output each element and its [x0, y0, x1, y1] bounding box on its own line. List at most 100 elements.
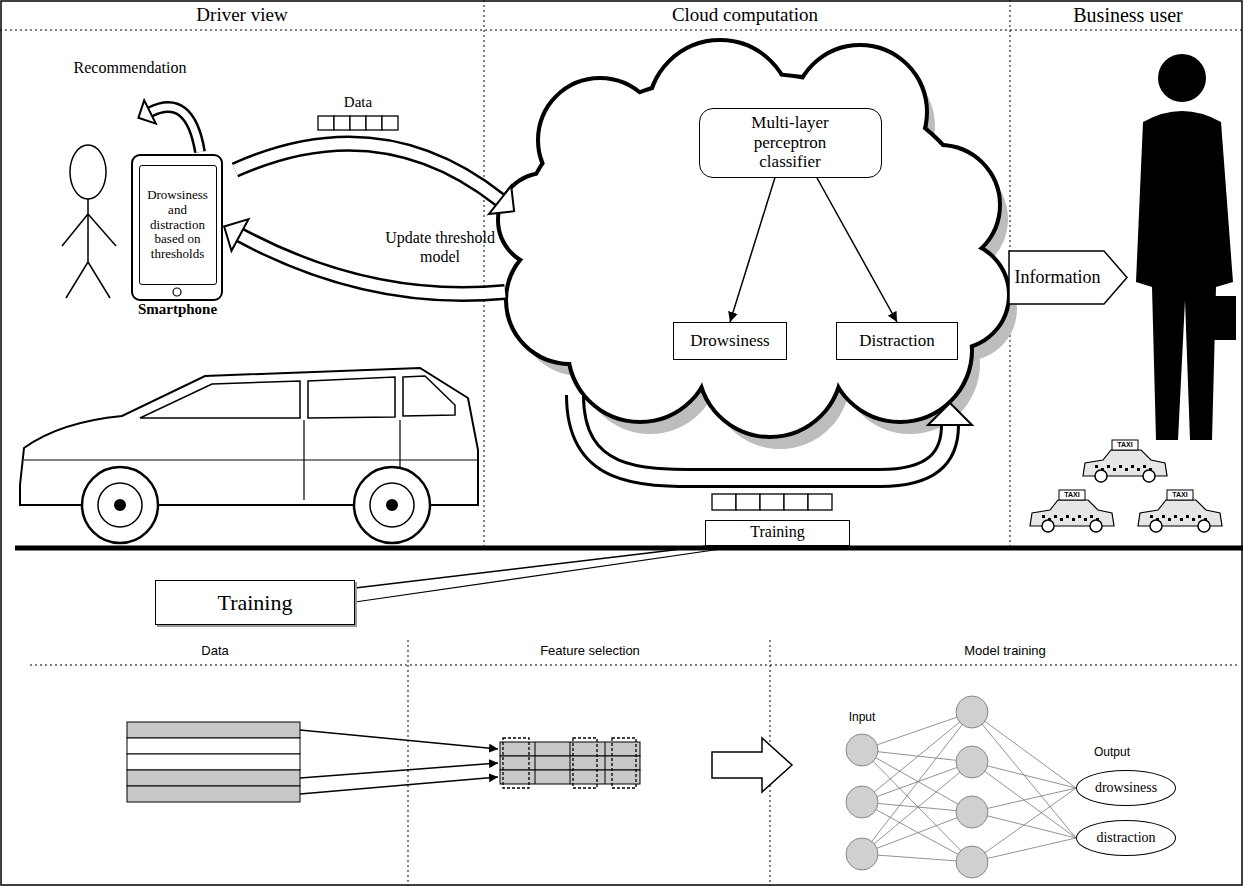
car-hub — [370, 483, 414, 527]
taxi-checker — [1198, 515, 1201, 518]
training-box: Training — [705, 520, 850, 546]
nn-weight — [972, 762, 1076, 838]
taxi-checker — [1078, 515, 1081, 518]
taxi-wheel — [1090, 520, 1102, 532]
smartphone-screen: Drowsiness and distraction based on thre… — [139, 165, 217, 285]
nn-weight — [862, 762, 972, 854]
businessman-head — [1158, 54, 1206, 102]
car-hub-center — [114, 499, 126, 511]
classifier-box: Multi-layer perceptron classifier — [699, 108, 882, 178]
section-divider — [408, 640, 409, 886]
node-text: Training — [218, 590, 293, 615]
data-row — [127, 754, 300, 770]
nn-weight — [972, 788, 1076, 862]
selected-feature-box — [503, 738, 529, 788]
nn-weight — [862, 712, 972, 854]
nn-neuron — [846, 786, 878, 818]
recommendation-arrow — [150, 107, 200, 152]
cloud-fill-part — [830, 280, 970, 420]
information-arrow-shape — [1009, 251, 1127, 304]
selected-feature-box — [573, 738, 597, 788]
class-box: Distraction — [836, 322, 958, 360]
taxi-checker — [1162, 515, 1165, 518]
data-packet-cell — [382, 116, 398, 130]
data-packet-cell — [334, 116, 350, 130]
taxi-sign — [1112, 440, 1138, 450]
class-box: Drowsiness — [673, 322, 787, 360]
car-wheel — [82, 467, 158, 543]
data-packet-cell — [784, 494, 808, 510]
person-stick — [88, 214, 116, 246]
header-rule — [30, 665, 1240, 666]
selection-arrow — [300, 730, 498, 749]
taxi-checker — [1060, 518, 1063, 521]
node-text: Drowsiness and distraction based on thre… — [143, 188, 213, 263]
node-text: drowsiness — [1095, 780, 1157, 796]
section-header: Cloud computation — [672, 4, 818, 27]
smartphone-body — [132, 155, 222, 300]
recommendation-arrow-head — [138, 100, 155, 123]
car-window — [308, 377, 395, 418]
person-stick — [88, 262, 110, 298]
column-header: Feature selection — [540, 643, 640, 659]
data-packet-cell — [318, 116, 334, 130]
taxi-wheel — [1095, 470, 1107, 482]
taxi-checker — [1186, 515, 1189, 518]
taxi-checker — [1042, 515, 1045, 518]
nn-neuron — [846, 734, 878, 766]
cloud-outline-part — [830, 280, 970, 420]
nn-weight — [862, 712, 972, 802]
nn-weight — [862, 802, 972, 862]
taxi-checker — [1084, 518, 1087, 521]
node-text: distraction — [1096, 830, 1155, 846]
nn-weight — [972, 712, 1076, 788]
selection-arrow — [300, 777, 498, 794]
column-header: Data — [201, 643, 228, 659]
data-arrow — [235, 144, 500, 200]
feature-column-line — [570, 742, 571, 784]
section-divider — [484, 0, 485, 546]
taxi-checker — [1150, 515, 1153, 518]
information-arrow: Information — [1008, 250, 1128, 305]
data-arrow — [235, 144, 500, 200]
feature-column-line — [605, 742, 606, 784]
taxi-checker — [1137, 468, 1140, 471]
smartphone-button — [173, 288, 181, 296]
nn-weight — [862, 712, 972, 750]
businessman-body — [1136, 111, 1233, 440]
taxi-checker — [1113, 468, 1116, 471]
taxi-checker — [1095, 465, 1098, 468]
data-row — [127, 738, 300, 754]
node-text: Training — [750, 523, 805, 541]
taxi-wheel — [1042, 520, 1054, 532]
section-header: Driver view — [196, 4, 287, 27]
briefcase — [1204, 296, 1236, 340]
annotation-label: Data — [344, 93, 372, 111]
taxi-checker — [1168, 518, 1171, 521]
nn-neuron — [956, 846, 988, 878]
feature-column-line — [535, 742, 536, 784]
column-header: Model training — [964, 643, 1046, 659]
nn-neuron — [956, 796, 988, 828]
section-header: Business user — [1073, 3, 1182, 27]
annotation-label: Input — [849, 710, 876, 724]
data-packet-cell — [366, 116, 382, 130]
data-arrow-head — [489, 186, 514, 214]
data-packet-cell — [350, 116, 366, 130]
taxi-checker — [1180, 518, 1183, 521]
nn-weight — [862, 750, 972, 812]
output-ellipse: distraction — [1076, 820, 1176, 856]
output-ellipse: drowsiness — [1076, 770, 1176, 806]
cloud-fill-part — [700, 295, 840, 435]
flow-arrow — [712, 738, 792, 792]
car-wheel — [354, 467, 430, 543]
data-row — [127, 722, 300, 738]
taxi-checker — [1119, 465, 1122, 468]
taxi-checker — [1143, 465, 1146, 468]
car-window — [140, 381, 300, 418]
taxi-sign-text: TAXI — [1064, 490, 1079, 500]
nn-weight — [862, 812, 972, 854]
